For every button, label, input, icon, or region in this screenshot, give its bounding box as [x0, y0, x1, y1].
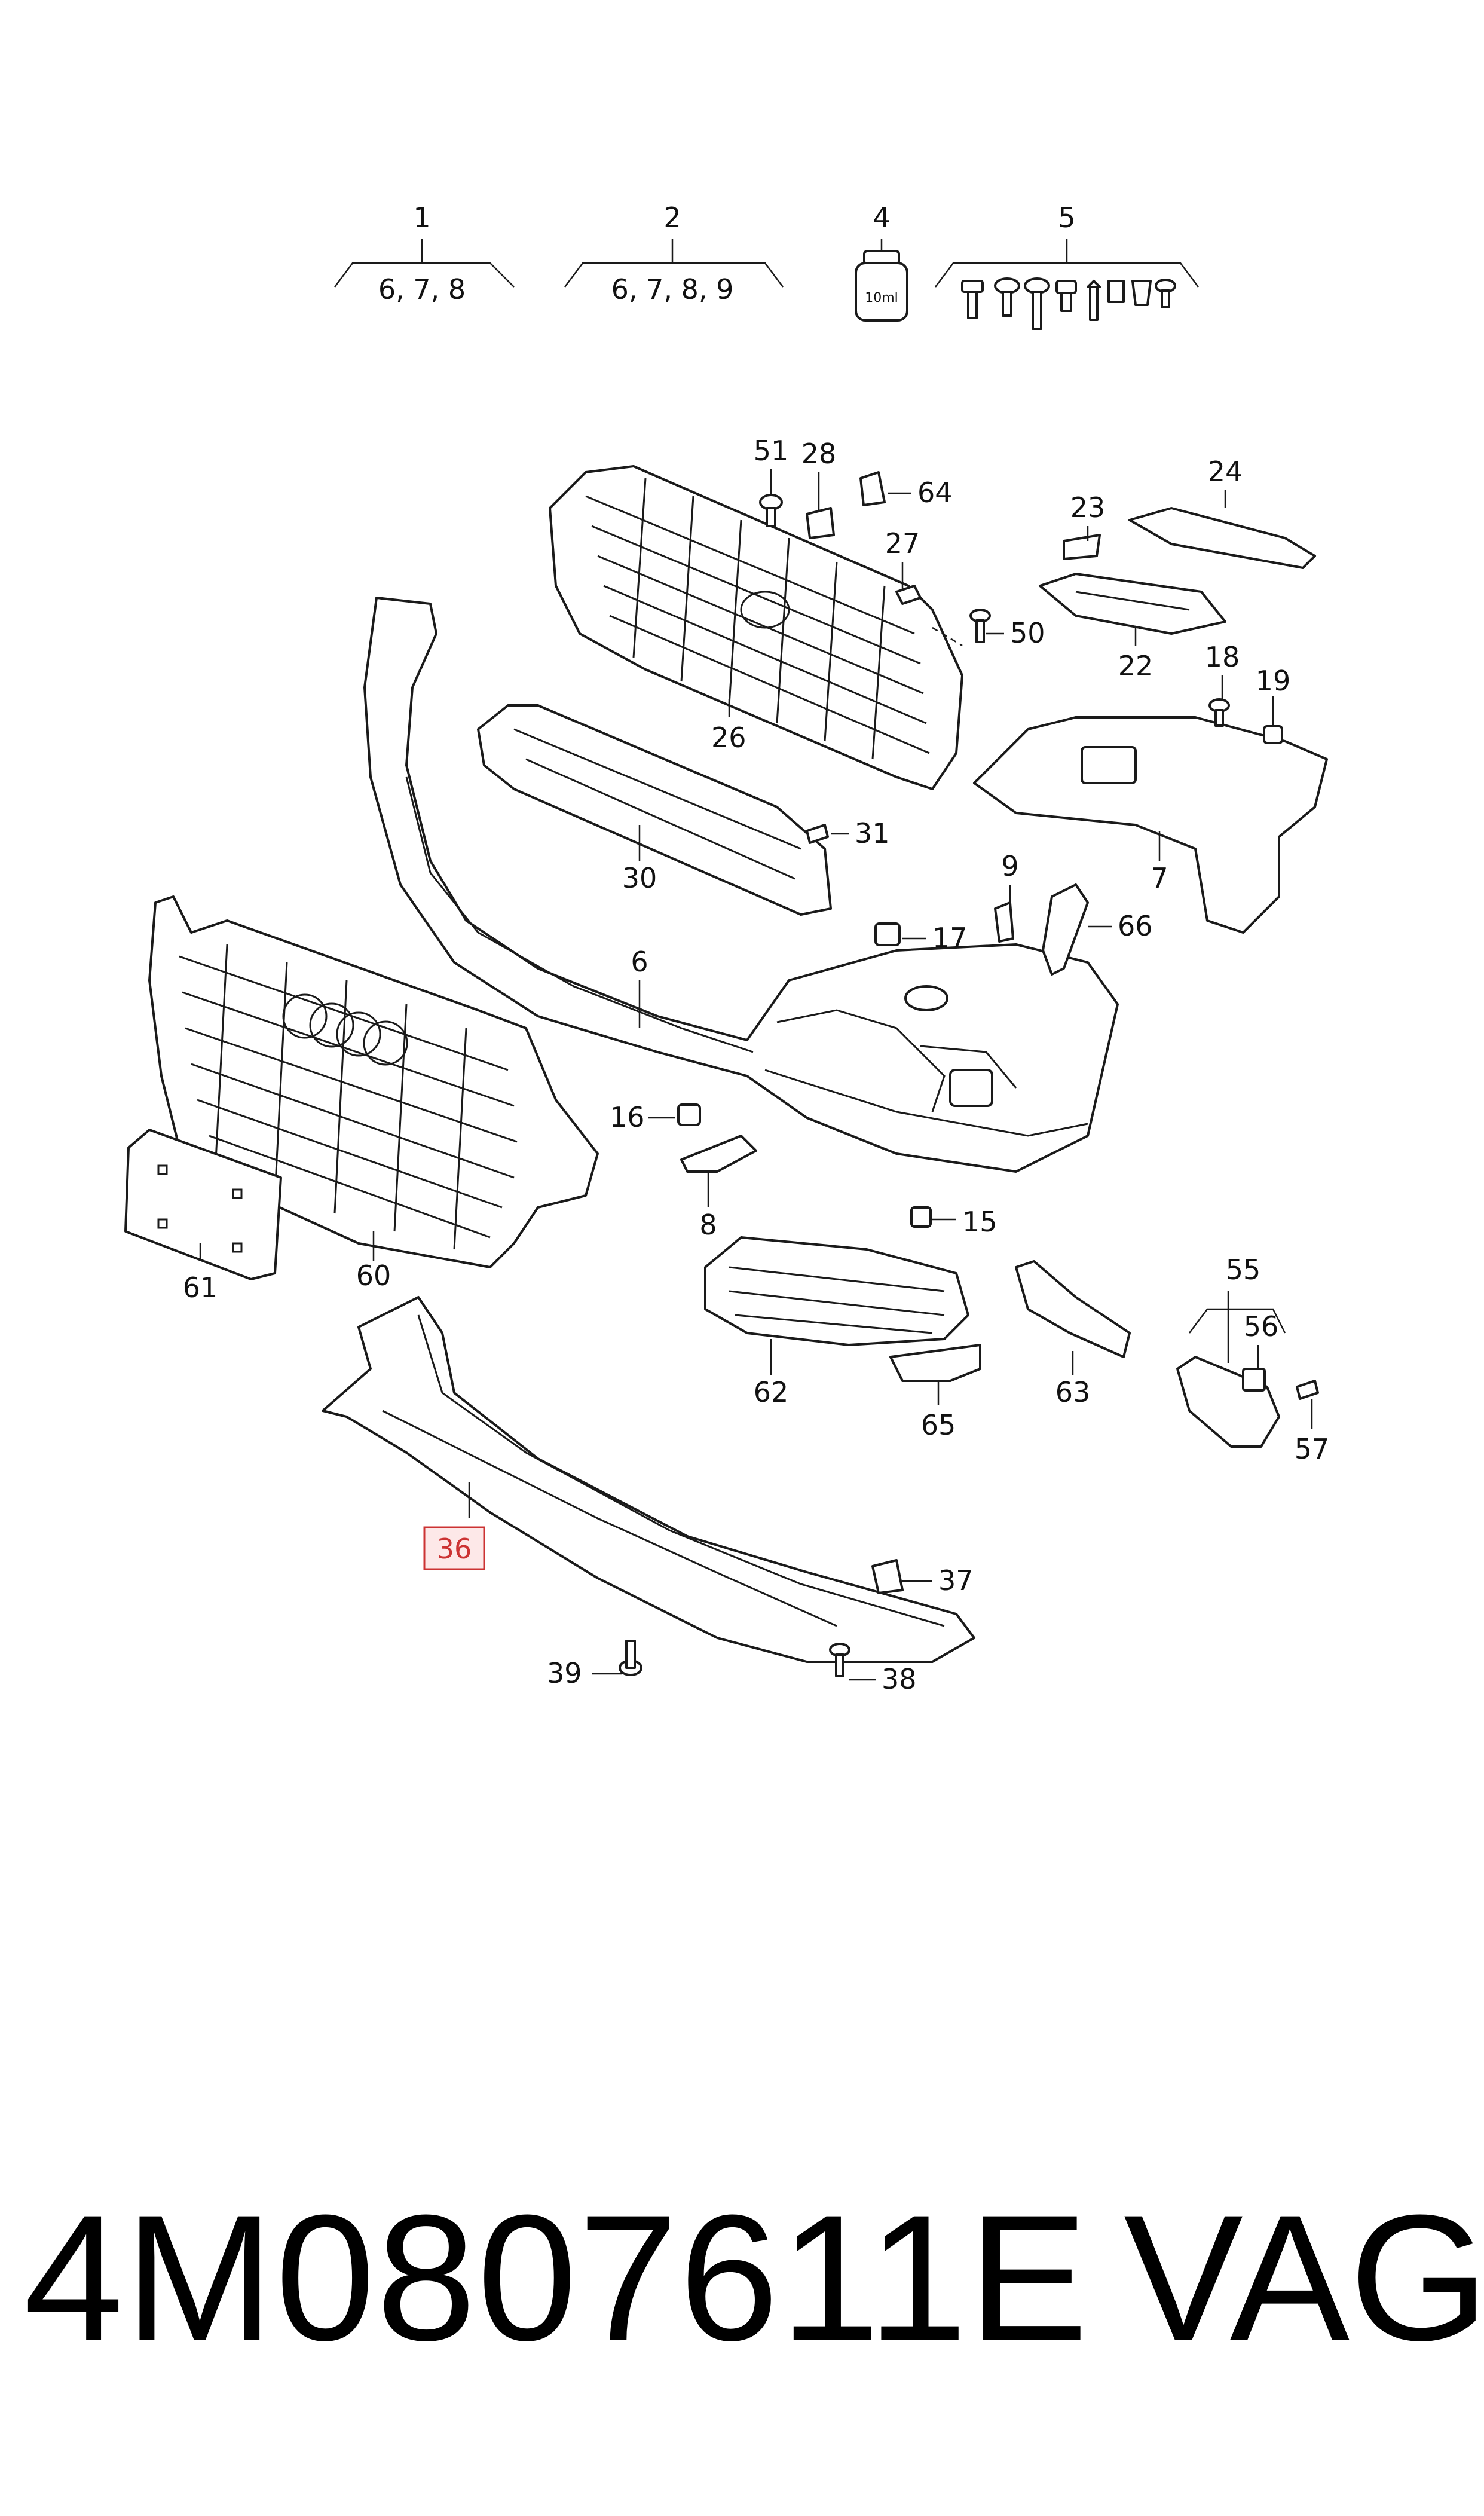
part-number-text: 4M0807611E: [24, 2177, 1090, 2378]
callout-17: 17: [932, 922, 968, 954]
callout-60: 60: [356, 1259, 391, 1292]
callout-27: 27: [885, 527, 920, 560]
highlight-box-36: [423, 1526, 485, 1570]
center-carrier-part: [477, 704, 832, 916]
callout-65: 65: [921, 1409, 956, 1441]
bracket-55-part: [1176, 1356, 1280, 1448]
kit-1: 1 6, 7, 8: [334, 201, 515, 305]
callout-18: 18: [1205, 641, 1240, 673]
callout-6: 6: [631, 946, 648, 978]
cover-66-part: [1042, 883, 1089, 976]
clip-56-icon: [1242, 1368, 1266, 1392]
screw-31-icon: [806, 824, 829, 844]
kit-2: 2 6, 7, 8, 9: [564, 201, 784, 305]
callout-56: 56: [1244, 1310, 1279, 1343]
callout-19: 19: [1256, 665, 1291, 697]
callout-8: 8: [699, 1209, 717, 1241]
kit-1-contents: 6, 7, 8: [378, 273, 466, 305]
kit-2-number: 2: [663, 201, 681, 234]
kit-5: 5: [935, 201, 1199, 330]
kit-5-number: 5: [1058, 201, 1075, 234]
callout-37: 37: [938, 1564, 974, 1597]
upper-grille-frame-part: [549, 465, 963, 790]
callout-15: 15: [962, 1206, 998, 1238]
screw-18-icon: [1208, 698, 1230, 727]
callout-55: 55: [1226, 1254, 1261, 1286]
leader-lines: [199, 469, 1313, 1681]
kit-1-number: 1: [413, 201, 430, 234]
trim-strip-part: [889, 1344, 981, 1382]
callout-30: 30: [622, 862, 657, 894]
washer-trim-part: [1039, 573, 1226, 635]
callout-39: 39: [547, 1657, 582, 1689]
washer-cap-part: [680, 1135, 757, 1173]
callout-9: 9: [1001, 850, 1018, 882]
manufacturer-text: VAG: [1124, 2177, 1484, 2378]
callout-22: 22: [1118, 650, 1153, 682]
clip-28-icon: [806, 507, 835, 539]
bottle-label: 10ml: [865, 291, 898, 305]
callout-51: 51: [754, 435, 789, 467]
callout-7: 7: [1151, 862, 1168, 894]
kit-2-contents: 6, 7, 8, 9: [611, 273, 734, 305]
callout-62: 62: [754, 1376, 789, 1408]
screw-57-icon: [1296, 1380, 1319, 1400]
screw-50-icon: [969, 609, 991, 643]
kit-4: 4 10ml: [855, 201, 908, 322]
screw-38-icon: [829, 1643, 850, 1677]
callout-57: 57: [1295, 1433, 1330, 1465]
screw-27-icon: [895, 585, 922, 605]
clip-15-icon: [910, 1206, 932, 1228]
clip-23-part: [1063, 534, 1101, 560]
screw-51-icon: [759, 494, 783, 527]
callouts: 51 28 64 27 50 26 31 30 23 24 22 18 19 7…: [183, 435, 1330, 1695]
clip-37-icon: [871, 1559, 904, 1594]
sealant-bottle: [855, 262, 908, 322]
clip-19-icon: [1263, 725, 1283, 744]
license-plate-bracket-part: [124, 1129, 282, 1280]
clip-17-icon: [874, 922, 901, 946]
callout-38: 38: [882, 1663, 917, 1695]
callout-23: 23: [1070, 491, 1106, 524]
callout-26: 26: [711, 722, 746, 754]
callout-31: 31: [855, 817, 890, 849]
lower-guard-part: [322, 1296, 975, 1663]
callout-63: 63: [1055, 1376, 1091, 1408]
callout-66: 66: [1118, 910, 1153, 942]
fasteners-kit-icon: [961, 277, 1176, 330]
upper-trim-part: [1128, 507, 1316, 569]
screw-39-icon: [619, 1640, 642, 1676]
clip-64-icon: [859, 471, 886, 506]
trim-63-part: [1015, 1260, 1131, 1358]
kit-4-number: 4: [873, 201, 890, 234]
callout-50: 50: [1010, 617, 1045, 649]
callout-64: 64: [917, 476, 953, 509]
fog-light-grille-part: [704, 1236, 969, 1346]
side-bracket-part: [973, 716, 1328, 934]
callout-61: 61: [183, 1271, 218, 1304]
callout-28: 28: [801, 438, 837, 470]
bumper-cover-part: [363, 597, 1119, 1173]
callout-16: 16: [610, 1101, 645, 1133]
clip-16-icon: [677, 1103, 701, 1126]
clip-9-icon: [994, 901, 1014, 943]
four-rings-logo: [282, 993, 408, 1066]
callout-36: 36: [437, 1533, 472, 1565]
callout-24: 24: [1208, 455, 1243, 488]
